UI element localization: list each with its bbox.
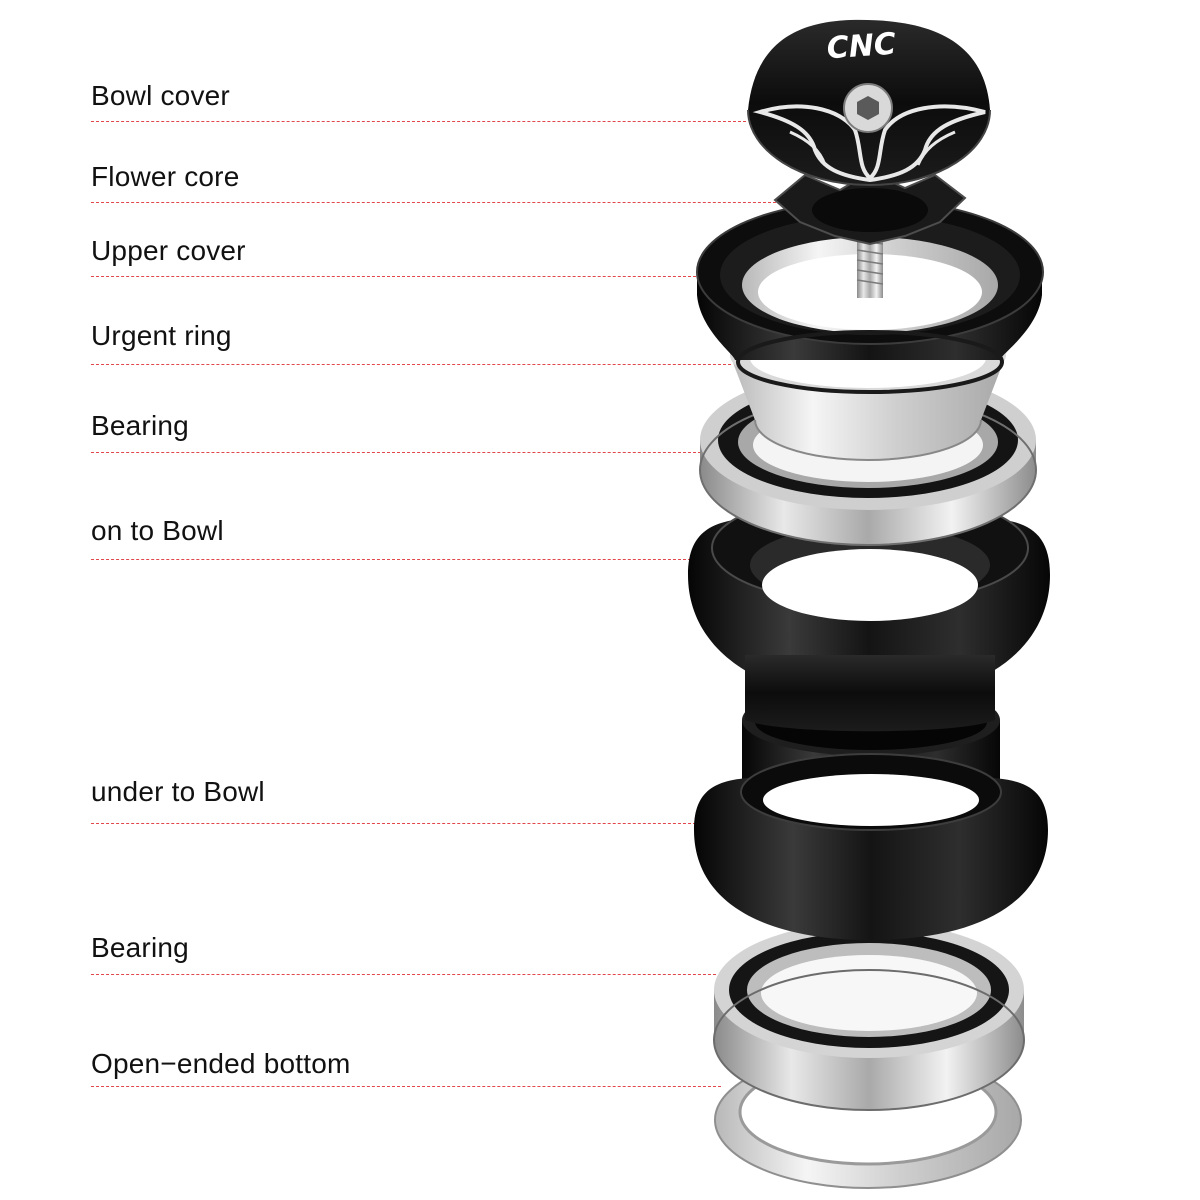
leader-line-on-to-bowl (91, 559, 691, 560)
leader-line-urgent-ring (91, 364, 731, 365)
label-open-ended-bottom: Open−ended bottom (91, 1048, 351, 1079)
label-bearing-upper: Bearing (91, 410, 189, 441)
label-on-to-bowl: on to Bowl (91, 515, 224, 546)
label-bowl-cover: Bowl cover (91, 80, 230, 111)
leader-line-flower-core (91, 202, 776, 203)
leader-line-bearing-lower (91, 974, 716, 975)
label-flower-core: Flower core (91, 161, 240, 192)
label-under-to-bowl: under to Bowl (91, 776, 265, 807)
flower-core-part (773, 170, 967, 298)
cnc-logo: CNC (826, 27, 897, 67)
leader-line-upper-cover (91, 276, 696, 277)
label-urgent-ring: Urgent ring (91, 320, 232, 351)
bearing-lower-part (713, 922, 1025, 1111)
leader-line-open-ended-bottom (91, 1086, 721, 1087)
label-bearing-lower: Bearing (91, 932, 189, 963)
bowl-cover-part: CNC (747, 19, 991, 187)
leader-line-bearing-upper (91, 452, 701, 453)
leader-line-under-to-bowl (91, 823, 696, 824)
bat-wing-emblem-icon (752, 104, 986, 183)
leader-line-bowl-cover (91, 121, 746, 122)
label-upper-cover: Upper cover (91, 235, 246, 266)
